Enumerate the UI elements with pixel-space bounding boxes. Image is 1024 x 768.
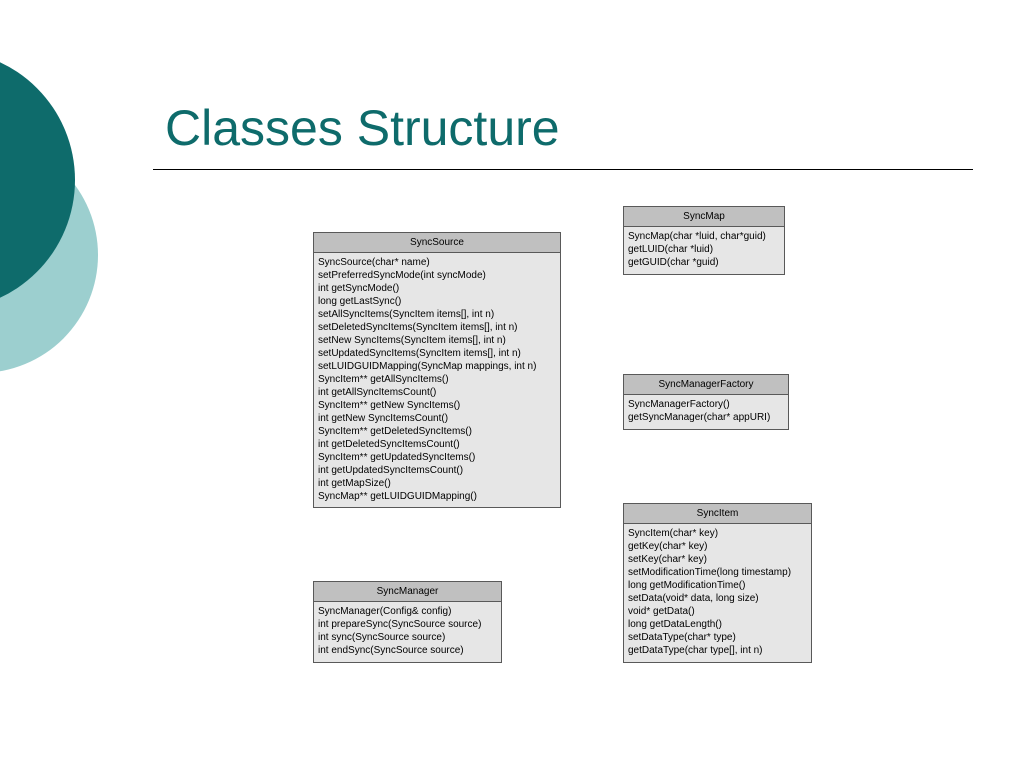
method-item: SyncManager(Config& config) [318,606,452,617]
method-item: setData(void* data, long size) [628,593,759,604]
method-item: SyncMap(char *luid, char*guid) [628,231,766,242]
slide-title: Classes Structure [165,100,560,156]
method-item: long getModificationTime() [628,580,746,591]
method-list: SyncManagerFactory() getSyncManager(char*… [624,395,788,428]
method-item: int getDeletedSyncItemsCount() [318,439,460,450]
method-item: void* getData() [628,606,695,617]
method-list: SyncMap(char *luid, char*guid) getLUID(ch… [624,227,784,273]
method-item: setDataType(char* type) [628,632,736,643]
method-item: int getUpdatedSyncItemsCount() [318,465,464,476]
method-item: long getDataLength() [628,619,722,630]
method-item: SyncSource(char* name) [318,257,430,268]
method-item: int getMapSize() [318,478,391,489]
method-item: int sync(SyncSource source) [318,632,446,643]
class-box-syncmanagerfactory: SyncManagerFactory SyncManagerFactory() g… [623,374,789,430]
class-box-syncitem: SyncItem SyncItem(char* key) getKey(char*… [623,503,812,663]
dark-teal-circle [0,62,75,298]
method-item: long getLastSync() [318,296,402,307]
class-box-syncmanager: SyncManager SyncManager(Config& config) i… [313,581,502,663]
method-item: getSyncManager(char* appURI) [628,412,771,423]
method-list: SyncItem(char* key) getKey(char* key) setK… [624,524,811,661]
method-item: getLUID(char *luid) [628,244,714,255]
method-item: SyncItem** getDeletedSyncItems() [318,426,472,437]
title-divider [153,169,973,170]
method-item: setModificationTime(long timestamp) [628,567,792,578]
method-item: getGUID(char *guid) [628,257,719,268]
class-name: SyncItem [624,504,811,524]
method-item: setNew SyncItems(SyncItem items[], int n… [318,335,506,346]
class-box-syncsource: SyncSource SyncSource(char* name) setPref… [313,232,561,508]
method-item: getKey(char* key) [628,541,708,552]
method-item: SyncItem(char* key) [628,528,719,539]
class-name: SyncSource [314,233,560,253]
method-item: int getNew SyncItemsCount() [318,413,449,424]
method-item: setAllSyncItems(SyncItem items[], int n) [318,309,495,320]
method-item: int getAllSyncItemsCount() [318,387,437,398]
method-item: setKey(char* key) [628,554,707,565]
method-item: int endSync(SyncSource source) [318,645,464,656]
class-name: SyncManagerFactory [624,375,788,395]
method-item: getDataType(char type[], int n) [628,645,763,656]
class-box-syncmap: SyncMap SyncMap(char *luid, char*guid) ge… [623,206,785,275]
method-item: SyncItem** getAllSyncItems() [318,374,449,385]
method-item: setUpdatedSyncItems(SyncItem items[], in… [318,348,521,359]
method-item: setLUIDGUIDMapping(SyncMap mappings, int… [318,361,537,372]
method-item: SyncManagerFactory() [628,399,730,410]
method-item: SyncItem** getNew SyncItems() [318,400,461,411]
method-list: SyncManager(Config& config) int prepareSy… [314,602,501,661]
class-name: SyncManager [314,582,501,602]
method-item: setDeletedSyncItems(SyncItem items[], in… [318,322,518,333]
method-list: SyncSource(char* name) setPreferredSyncMo… [314,253,560,507]
decorative-circles [0,62,98,372]
method-item: SyncItem** getUpdatedSyncItems() [318,452,476,463]
class-name: SyncMap [624,207,784,227]
method-item: int getSyncMode() [318,283,400,294]
method-item: int prepareSync(SyncSource source) [318,619,482,630]
method-item: SyncMap** getLUIDGUIDMapping() [318,491,477,502]
method-item: setPreferredSyncMode(int syncMode) [318,270,486,281]
